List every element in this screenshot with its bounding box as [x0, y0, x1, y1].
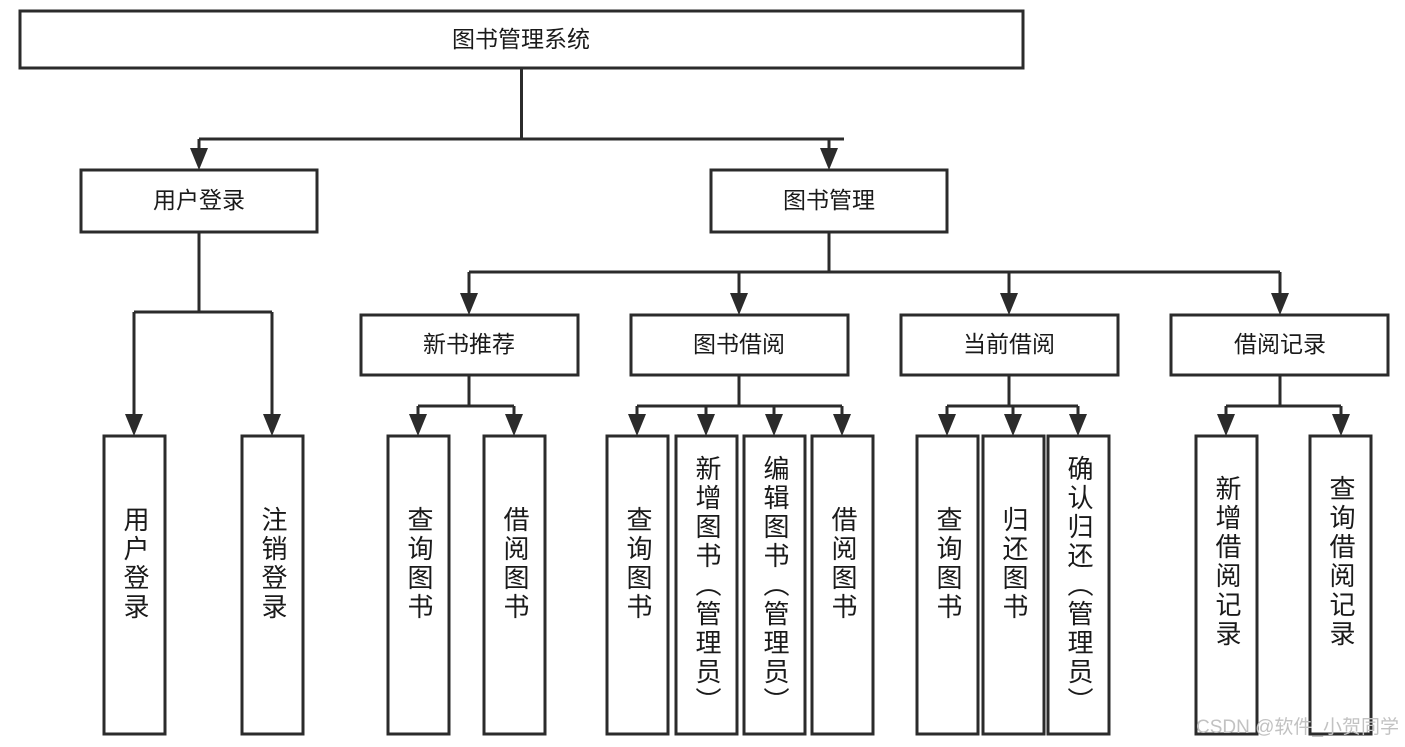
arrowhead-leaf-user-login	[125, 414, 143, 436]
book-management-label: 图书管理	[783, 187, 875, 213]
leaf-node-borrow-book-borrow[interactable]: 借阅图书	[810, 434, 875, 736]
arrowhead-to-current-borrow	[1000, 293, 1018, 315]
arrowhead-leaf-edit-book	[765, 414, 783, 436]
leaf-node-user-login[interactable]: 用户登录	[102, 434, 167, 736]
arrowhead-to-book-manage	[820, 148, 838, 170]
leaf-box	[810, 434, 875, 736]
leaf-label: 查询借阅记录	[1326, 475, 1356, 649]
root-box	[18, 9, 1025, 70]
leaf-label: 借阅图书	[828, 506, 858, 622]
user-login-box	[79, 168, 319, 234]
leaf-box	[102, 434, 167, 736]
leaf-box	[386, 434, 451, 736]
user-login-label: 用户登录	[153, 187, 245, 213]
leaf-box	[240, 434, 305, 736]
leaf-node-edit-book-admin[interactable]: 编辑图书（管理员）	[742, 434, 807, 736]
arrowhead-to-borrow-record	[1271, 293, 1289, 315]
leaf-box	[605, 434, 670, 736]
connector-root-bus	[197, 68, 844, 156]
arrowhead-to-user-login	[190, 148, 208, 170]
book-borrow-label: 图书借阅	[693, 331, 785, 357]
connector-user-login-bus	[132, 232, 274, 422]
leaf-label: 归还图书	[999, 506, 1029, 622]
arrowhead-leaf-query-book-1	[409, 414, 427, 436]
connector-book-manage-bus	[467, 232, 1282, 301]
leaf-node-add-borrow-record[interactable]: 新增借阅记录	[1194, 434, 1259, 736]
arrowhead-to-book-borrow	[730, 293, 748, 315]
arrowhead-leaf-add-record	[1217, 414, 1235, 436]
current-borrow-box	[899, 313, 1120, 377]
arrowhead-leaf-borrow-book-2	[833, 414, 851, 436]
connector-borrow-record-bus	[1224, 375, 1343, 422]
root-label: 图书管理系统	[452, 26, 590, 52]
leaf-box	[482, 434, 547, 736]
leaf-node-borrow-book-rec[interactable]: 借阅图书	[482, 434, 547, 736]
arrowhead-leaf-query-record	[1332, 414, 1350, 436]
leaf-label: 查询图书	[623, 506, 653, 622]
node-book-borrow[interactable]: 图书借阅	[629, 313, 850, 377]
leaf-label: 借阅图书	[500, 506, 530, 622]
arrowhead-leaf-add-book	[697, 414, 715, 436]
connector-book-borrow-bus	[635, 375, 844, 422]
leaf-node-query-book-borrow[interactable]: 查询图书	[605, 434, 670, 736]
leaf-label: 注销登录	[258, 506, 288, 622]
arrowhead-leaf-confirm-return	[1069, 414, 1087, 436]
leaf-label: 用户登录	[120, 506, 150, 622]
arrowhead-leaf-return-book	[1004, 414, 1022, 436]
leaf-box	[915, 434, 980, 736]
leaf-box	[981, 434, 1046, 736]
leaf-box	[1194, 434, 1259, 736]
new-book-recommend-label: 新书推荐	[423, 331, 515, 357]
leaf-label: 编辑图书（管理员）	[760, 455, 790, 716]
node-new-book-recommend[interactable]: 新书推荐	[359, 313, 580, 377]
connector-layer	[125, 68, 1350, 436]
leaf-label: 新增图书（管理员）	[692, 455, 722, 716]
borrow-record-label: 借阅记录	[1234, 331, 1326, 357]
new-book-recommend-box	[359, 313, 580, 377]
leaf-box	[674, 434, 739, 736]
arrowhead-to-new-book-rec	[460, 293, 478, 315]
book-borrow-box	[629, 313, 850, 377]
node-user-login[interactable]: 用户登录	[79, 168, 319, 234]
leaf-node-query-borrow-record[interactable]: 查询借阅记录	[1308, 434, 1373, 736]
watermark-label: CSDN @软件_小贺同学	[1196, 716, 1399, 738]
leaf-node-query-book-rec[interactable]: 查询图书	[386, 434, 451, 736]
book-management-box	[709, 168, 949, 234]
leaf-label: 新增借阅记录	[1212, 475, 1242, 649]
leaf-box	[1308, 434, 1373, 736]
arrowhead-leaf-borrow-book-1	[505, 414, 523, 436]
arrowhead-leaf-logout	[263, 414, 281, 436]
leaf-box	[1046, 434, 1111, 736]
leaf-label: 确认归还（管理员）	[1064, 455, 1094, 716]
arrowhead-leaf-query-book-2	[628, 414, 646, 436]
leaf-label: 查询图书	[933, 506, 963, 622]
arrowhead-leaf-query-book-3	[938, 414, 956, 436]
node-root-book-management-system[interactable]: 图书管理系统	[18, 9, 1025, 70]
leaf-label: 查询图书	[404, 506, 434, 622]
current-borrow-label: 当前借阅	[963, 331, 1055, 357]
node-book-management[interactable]: 图书管理	[709, 168, 949, 234]
node-current-borrow[interactable]: 当前借阅	[899, 313, 1120, 377]
borrow-record-box	[1169, 313, 1390, 377]
leaf-node-logout[interactable]: 注销登录	[240, 434, 305, 736]
node-borrow-record[interactable]: 借阅记录	[1169, 313, 1390, 377]
leaf-box	[742, 434, 807, 736]
leaf-node-confirm-return-admin[interactable]: 确认归还（管理员）	[1046, 434, 1111, 736]
leaf-node-return-book[interactable]: 归还图书	[981, 434, 1046, 736]
connector-new-book-rec-bus	[416, 375, 516, 422]
leaf-node-add-book-admin[interactable]: 新增图书（管理员）	[674, 434, 739, 736]
leaf-node-query-book-current[interactable]: 查询图书	[915, 434, 980, 736]
